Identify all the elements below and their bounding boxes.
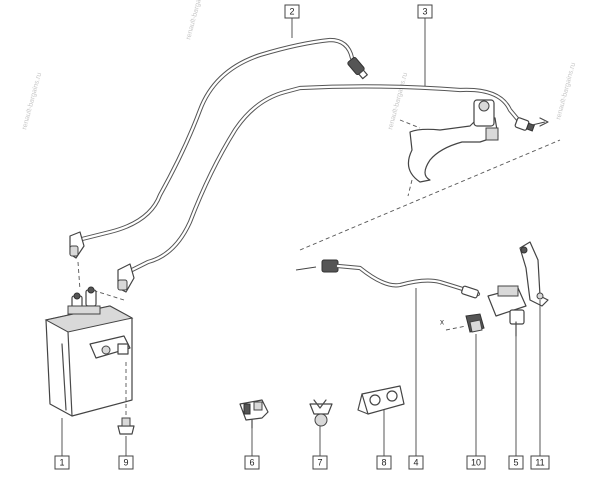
canister-1 [44,261,134,420]
callout-c1: 1 [54,455,70,470]
callout-c4: 4 [408,455,424,470]
clip-6 [239,399,269,429]
callout-label: 6 [249,458,254,468]
hose-4 [295,259,481,299]
callout-label: 4 [413,458,418,468]
callout-c7: 7 [312,455,328,470]
hose-4-connector [321,259,339,273]
section-divider [299,139,561,251]
callout-c8: 8 [376,455,392,470]
callout-c5: 5 [508,455,524,470]
leader-lines [61,18,541,456]
callout-c10: 10 [466,455,486,470]
callout-label: 2 [289,7,294,17]
callout-label: 9 [123,458,128,468]
callout-label: 8 [381,458,386,468]
callout-label: 3 [422,7,427,17]
screw-9 [117,417,135,435]
intake-assembly [399,99,499,197]
solenoid-valve-5 [487,285,527,337]
watermark: renault-bargains.ru [21,72,43,131]
clip-7 [309,399,333,427]
hose-2 [69,37,368,259]
watermark: renault-bargains.ru [185,0,207,41]
callout-c3: 3 [417,4,433,19]
callout-label: 7 [317,458,322,468]
callout-c9: 9 [118,455,134,470]
bracket-11 [519,241,549,307]
callout-label: 5 [513,458,518,468]
holder-8 [357,385,405,415]
callout-c11: 11 [530,455,550,470]
grommet-10: x [440,313,485,333]
callout-label: 1 [59,458,64,468]
callout-label: 11 [535,458,544,468]
watermark: renault-bargains.ru [555,62,577,121]
callout-c6: 6 [244,455,260,470]
hose-3 [117,84,549,293]
axis-marker: x [440,318,444,327]
callout-label: 10 [471,458,481,468]
callout-c2: 2 [284,4,300,19]
watermark: renault-bargains.ru [387,72,409,131]
